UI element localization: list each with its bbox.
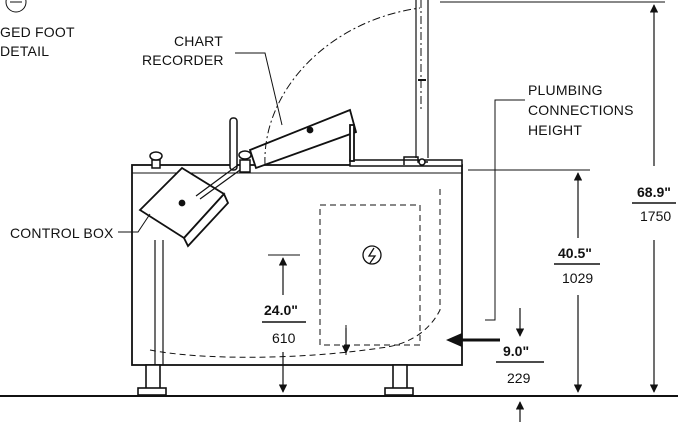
total-height-inches: 68.9" <box>637 184 671 200</box>
dim-drain-height <box>262 257 351 393</box>
drain-height-inches: 24.0" <box>264 302 298 318</box>
electrical-symbol-icon <box>362 245 382 265</box>
dim-foot-clearance <box>496 308 544 422</box>
foot-clearance-mm: 229 <box>507 370 531 386</box>
detail-label: DETAIL <box>0 43 49 59</box>
inner-vessel-outline <box>149 185 441 358</box>
drain-height-mm: 610 <box>272 330 296 346</box>
control-box-label: CONTROL BOX <box>10 225 114 241</box>
dim-total-height <box>632 4 676 393</box>
electrical-panel-outline <box>319 204 421 346</box>
open-lid <box>415 0 429 158</box>
chart-recorder <box>248 108 358 170</box>
flanged-foot-label: GED FOOT <box>0 24 75 40</box>
valve-stems <box>149 117 252 173</box>
plumbing-label-3: HEIGHT <box>528 122 582 138</box>
legs <box>137 364 414 396</box>
plumbing-arrow <box>446 333 500 347</box>
total-height-mm: 1750 <box>640 208 671 224</box>
plumbing-height-mm: 1029 <box>562 270 593 286</box>
control-box <box>138 164 241 248</box>
plumbing-height-inches: 40.5" <box>558 245 592 261</box>
plumbing-label-1: PLUMBING <box>528 82 603 98</box>
leader-lines <box>118 1 665 355</box>
foot-clearance-inches: 9.0" <box>503 343 529 359</box>
dim-plumbing-height <box>554 172 600 393</box>
lid-swing-arc <box>264 7 421 166</box>
foot-detail-icon <box>5 0 27 13</box>
kettle-rim <box>349 156 463 167</box>
plumbing-label-2: CONNECTIONS <box>528 102 634 118</box>
chart-recorder-label-1: CHART <box>174 33 223 49</box>
chart-recorder-label-2: RECORDER <box>142 52 224 68</box>
